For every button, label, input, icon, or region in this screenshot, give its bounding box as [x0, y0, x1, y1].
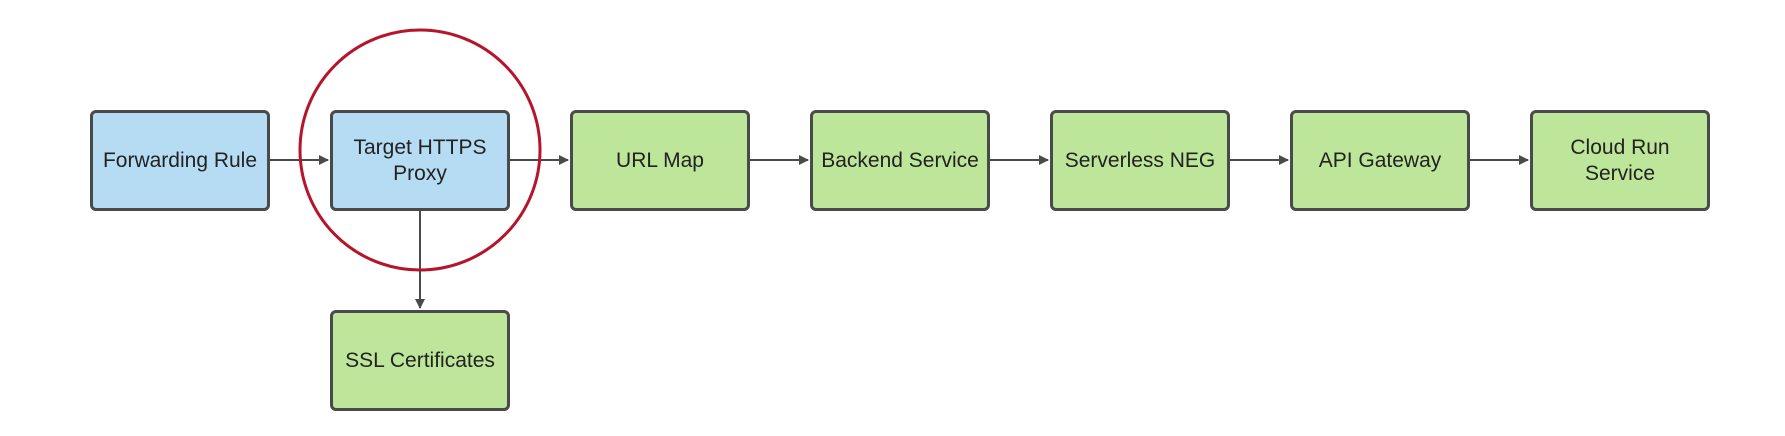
- node-forwarding-rule[interactable]: Forwarding Rule: [90, 110, 270, 211]
- node-label: Target HTTPS Proxy: [353, 135, 487, 185]
- node-label: Cloud Run Service: [1570, 135, 1670, 185]
- node-label: Backend Service: [821, 148, 979, 172]
- node-target-https-proxy[interactable]: Target HTTPS Proxy: [330, 110, 510, 211]
- node-api-gateway[interactable]: API Gateway: [1290, 110, 1470, 211]
- node-label: Forwarding Rule: [102, 148, 258, 172]
- node-label: Serverless NEG: [1064, 148, 1216, 172]
- node-serverless-neg[interactable]: Serverless NEG: [1050, 110, 1230, 211]
- node-label: API Gateway: [1318, 148, 1442, 172]
- node-backend-service[interactable]: Backend Service: [810, 110, 990, 211]
- highlight-circle: [298, 28, 542, 272]
- node-label: SSL Certificates: [345, 348, 495, 372]
- node-ssl-certificates[interactable]: SSL Certificates: [330, 310, 510, 411]
- node-cloud-run-service[interactable]: Cloud Run Service: [1530, 110, 1710, 211]
- node-url-map[interactable]: URL Map: [570, 110, 750, 211]
- node-label: URL Map: [616, 148, 704, 172]
